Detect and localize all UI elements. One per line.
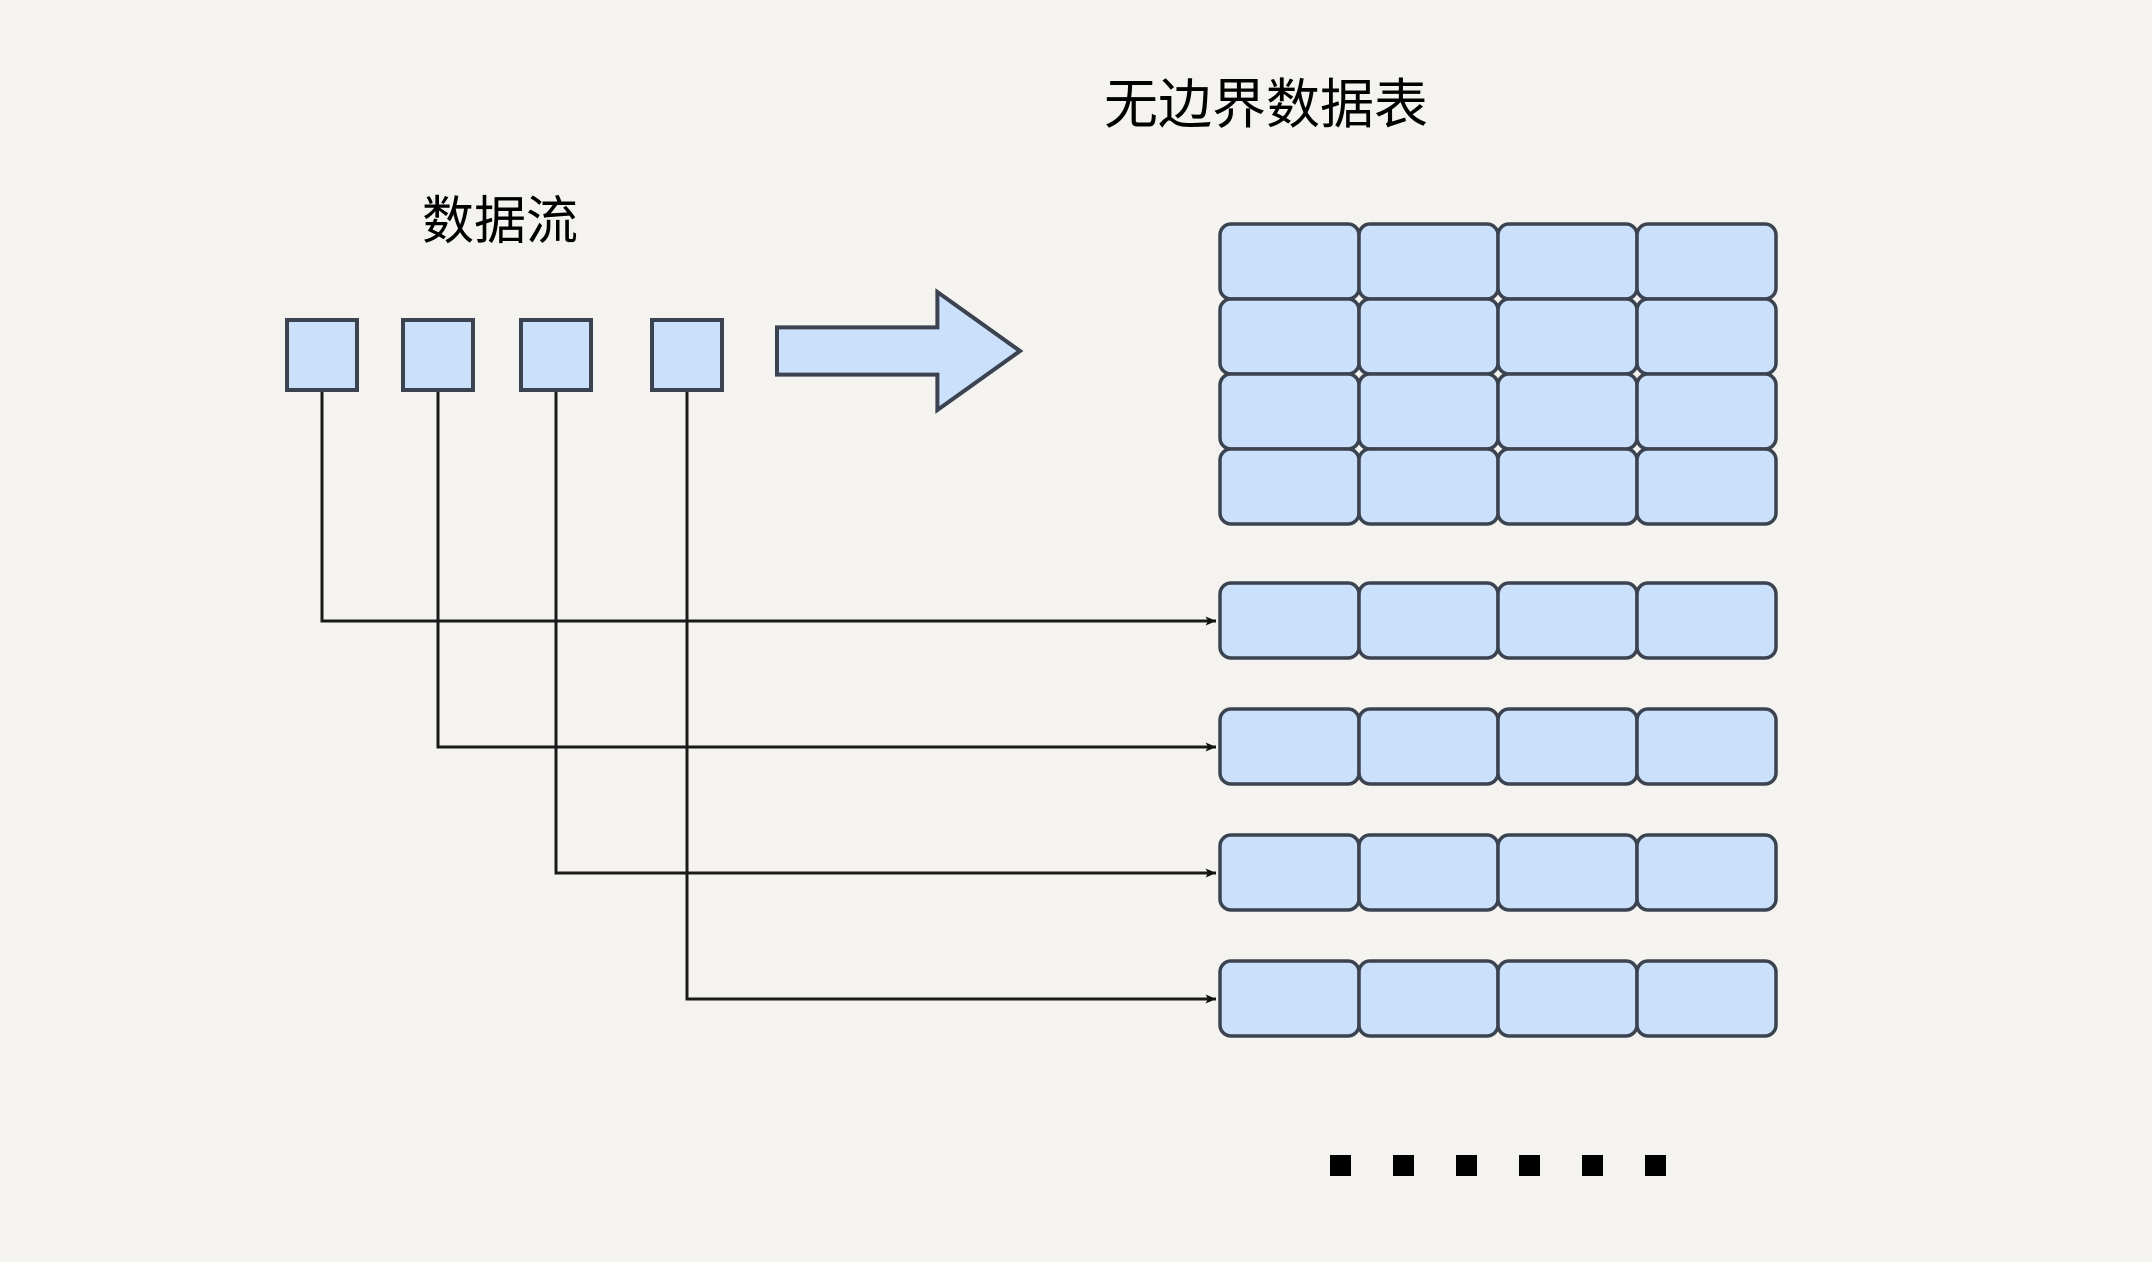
table-cell [1635, 447, 1778, 526]
flow-arrow [775, 288, 1024, 414]
connector-4 [685, 390, 1217, 1004]
appended-row-cell [1635, 833, 1778, 912]
appended-row-cell [1496, 581, 1639, 660]
connector-1 [320, 390, 1217, 626]
appended-row-cell [1357, 959, 1500, 1038]
ellipsis-dot [1582, 1155, 1603, 1176]
stream-element-1 [285, 318, 359, 392]
stream-element-4 [650, 318, 724, 392]
continuation-ellipsis-dots [1330, 1155, 1666, 1176]
ellipsis-dot [1645, 1155, 1666, 1176]
table-cell [1357, 297, 1500, 376]
appended-row-cell [1357, 833, 1500, 912]
table-cell [1218, 372, 1361, 451]
table-cell [1218, 222, 1361, 301]
table-cell [1357, 372, 1500, 451]
table-title-label: 无边界数据表 [1104, 75, 1428, 135]
stream-element-3 [519, 318, 593, 392]
appended-row-cell [1635, 959, 1778, 1038]
table-cell [1635, 222, 1778, 301]
appended-row-cell [1635, 581, 1778, 660]
table-cell [1496, 222, 1639, 301]
stream-title-label: 数据流 [421, 193, 578, 251]
table-cell [1218, 447, 1361, 526]
ellipsis-dot [1393, 1155, 1414, 1176]
appended-row-cell [1496, 833, 1639, 912]
table-cell [1496, 372, 1639, 451]
table-cell [1218, 297, 1361, 376]
appended-row-cell [1496, 707, 1639, 786]
appended-row-cells [1218, 581, 1778, 1038]
ellipsis-dot [1330, 1155, 1351, 1176]
appended-row-cell [1218, 707, 1361, 786]
table-cell [1357, 447, 1500, 526]
appended-row-cell [1357, 581, 1500, 660]
ellipsis-dot [1456, 1155, 1477, 1176]
table-cell [1635, 372, 1778, 451]
appended-row-cell [1635, 707, 1778, 786]
appended-row-cell [1357, 707, 1500, 786]
stream-elements [285, 318, 724, 392]
appended-row-cell [1496, 959, 1639, 1038]
table-cell [1496, 447, 1639, 526]
table-cell [1357, 222, 1500, 301]
flow-arrow-shape [775, 288, 1024, 414]
connector-3 [554, 390, 1217, 878]
appended-row-cell [1218, 833, 1361, 912]
connector-2 [436, 390, 1217, 752]
table-cell [1496, 297, 1639, 376]
table-cell [1635, 297, 1778, 376]
table-grid-cells [1218, 222, 1778, 526]
connector-lines [320, 390, 1217, 1004]
ellipsis-dot [1519, 1155, 1540, 1176]
stream-element-2 [401, 318, 475, 392]
appended-row-cell [1218, 581, 1361, 660]
appended-row-cell [1218, 959, 1361, 1038]
